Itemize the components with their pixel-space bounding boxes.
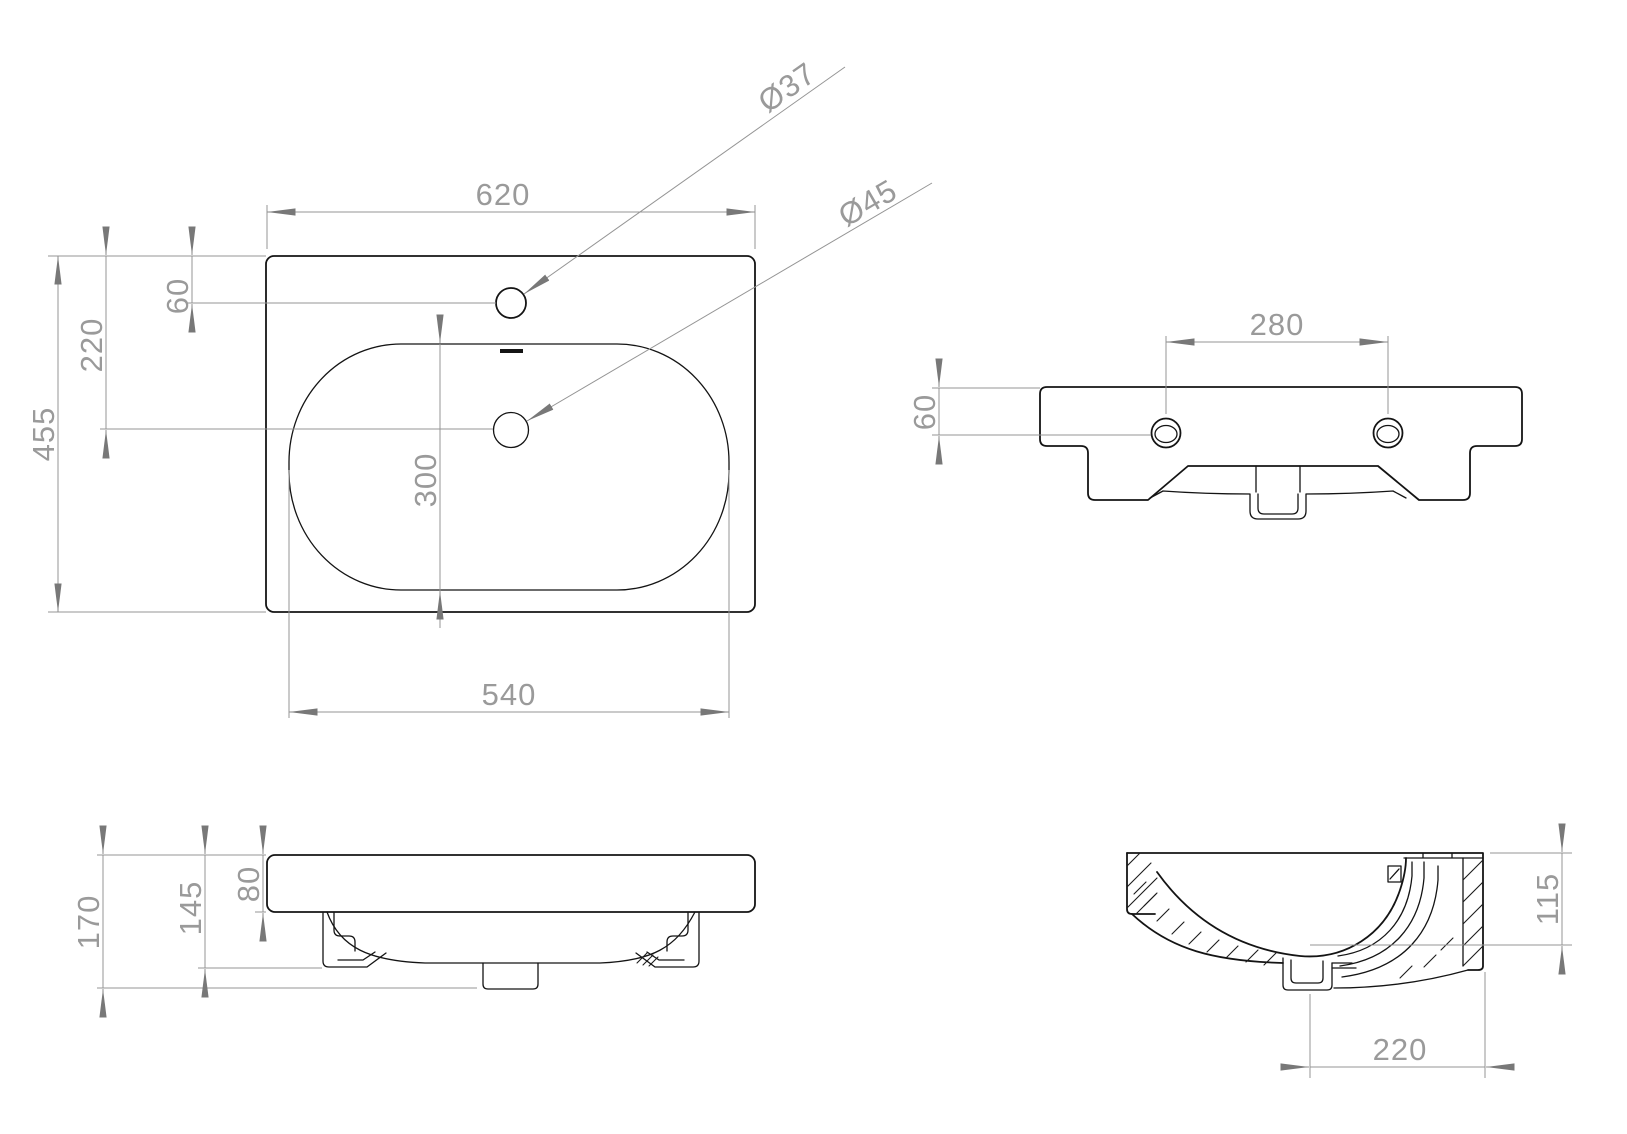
drain-inner-rear — [1257, 493, 1299, 515]
drain-stub-front — [482, 962, 539, 990]
leader-faucet-diameter — [523, 66, 846, 295]
deck-underside — [1403, 852, 1484, 859]
rear-outline — [1039, 386, 1523, 520]
dim-label-faucet-offset: 60 — [160, 278, 195, 314]
bracket-right-hook — [646, 912, 689, 961]
channel-floor-lines — [1331, 962, 1357, 969]
drain-stub-inner — [1290, 959, 1324, 984]
dim-label-back-height: 115 — [1530, 873, 1565, 925]
dim-label-mount-spacing: 280 — [1250, 307, 1305, 342]
drain-stub-section — [1282, 957, 1333, 991]
mount-hole-right-inner — [1376, 424, 1400, 444]
dim-label-height-to-mount: 145 — [173, 881, 208, 936]
front-outline — [266, 854, 756, 990]
dim-label-bowl-width: 540 — [482, 677, 537, 712]
mount-hole-left — [1150, 417, 1182, 449]
faucet-hole — [495, 287, 527, 319]
side-dimensions: 115 220 — [1280, 823, 1572, 1078]
bowl-outline-front — [326, 911, 696, 964]
mount-hole-left-inner — [1154, 424, 1178, 444]
rear-view: 280 60 — [907, 307, 1523, 520]
dim-label-faucet-diameter: Ø37 — [752, 55, 823, 119]
plan-dimensions: 620 455 220 60 300 540 Ø37 Ø45 — [26, 55, 933, 718]
dim-label-rim-height: 80 — [231, 866, 266, 902]
drain-hole — [492, 411, 530, 449]
dim-label-overall-height: 170 — [71, 895, 106, 950]
bracket-left-hook — [333, 912, 376, 961]
mount-hole-right — [1372, 417, 1404, 449]
side-section-view: 115 220 — [1126, 823, 1572, 1078]
drain-housing-rear — [1255, 465, 1301, 493]
dim-label-drain-diameter: Ø45 — [832, 172, 903, 233]
bowl-inner-surface — [1156, 857, 1407, 958]
bowl-outer-surface — [1131, 913, 1284, 964]
front-view: 170 145 80 — [71, 825, 756, 1018]
dim-label-mount-offset: 60 — [907, 394, 942, 430]
basin-outline-rear — [1039, 386, 1523, 501]
section-hatching — [1126, 852, 1484, 979]
rear-dimensions: 280 60 — [907, 307, 1389, 465]
side-outline — [1126, 852, 1484, 991]
trap-curve-3 — [1341, 865, 1439, 978]
rim-slab-front — [266, 854, 756, 913]
bracket-right — [635, 912, 700, 968]
front-dimensions: 170 145 80 — [71, 825, 477, 1018]
plan-view: 620 455 220 60 300 540 Ø37 Ø45 — [26, 55, 933, 718]
section-top-back — [1126, 852, 1484, 971]
section-outer-sweep — [1333, 969, 1469, 989]
overflow-channel-section — [1387, 865, 1402, 883]
bowl-underside-rear — [1149, 490, 1407, 520]
dim-label-drain-offset: 220 — [74, 318, 109, 373]
bowl-outline-plan — [288, 343, 730, 591]
trap-curve-1 — [1337, 861, 1413, 957]
bracket-left — [322, 912, 387, 968]
dim-label-overall-depth: 455 — [26, 407, 61, 462]
leader-drain-diameter — [526, 182, 933, 422]
dim-label-overall-width: 620 — [476, 177, 531, 212]
trap-curve-2 — [1339, 861, 1425, 967]
dim-label-drain-to-back: 220 — [1373, 1032, 1428, 1067]
dim-label-bowl-depth: 300 — [408, 453, 443, 508]
basin-outline-plan — [265, 255, 756, 613]
plan-outline — [265, 255, 756, 613]
bracket-right-hatch — [636, 952, 659, 967]
